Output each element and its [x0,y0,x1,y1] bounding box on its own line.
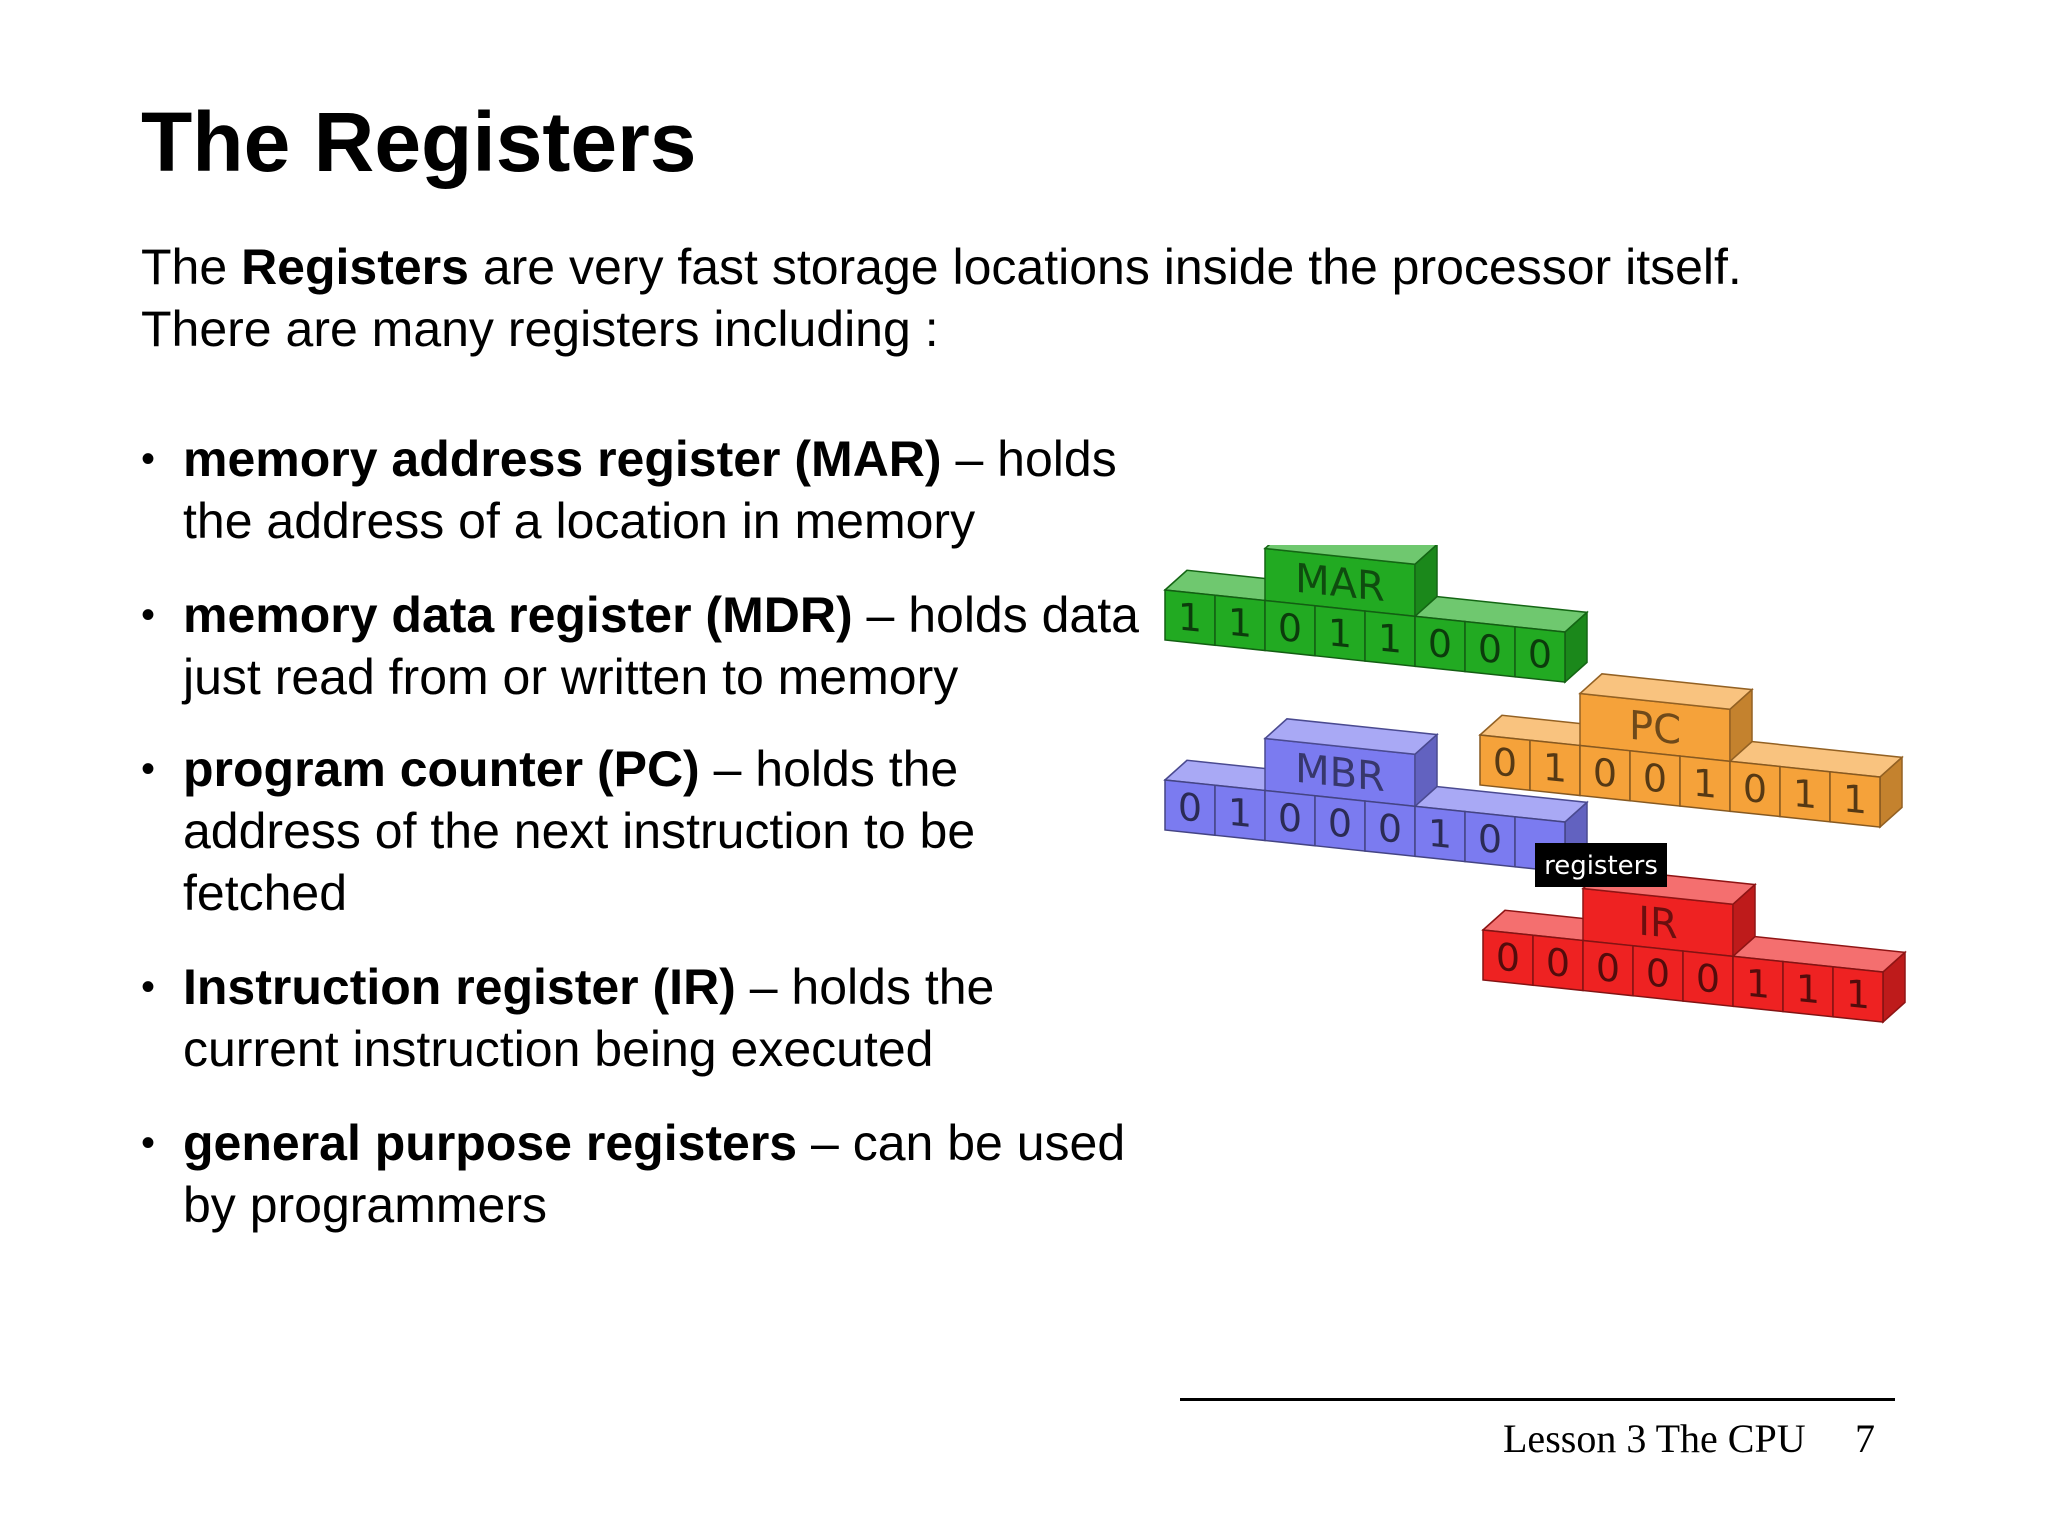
bit-value: 1 [1543,745,1567,791]
bit-value: 1 [1843,776,1867,822]
intro-pre: The [141,239,242,295]
bit-value: 1 [1328,610,1352,656]
list-item-mdr: • memory data register (MDR) – holds dat… [141,584,1141,708]
description: – holds the address of a location in mem… [183,431,1117,549]
register-label: PC [1629,703,1681,754]
description: – can be used by programmers [183,1115,1126,1233]
footer-lesson: Lesson 3 The CPU [1503,1416,1806,1461]
description: – holds the address of the next instruct… [183,741,976,921]
bit-cell [1514,625,1566,683]
bit-value: 0 [1593,750,1617,796]
bit-value: 1 [1846,971,1870,1017]
bullet-icon: • [141,1121,156,1165]
register-list: • memory address register (MAR) – holds … [141,428,1141,1236]
description: – holds the current instruction being ex… [183,959,995,1077]
term: Instruction register (IR) [183,959,736,1015]
bit-value: 0 [1528,631,1552,677]
bit-value: 0 [1493,739,1517,785]
bit-value: 1 [1228,600,1252,646]
bit-value: 0 [1428,621,1452,667]
bullet-icon: • [141,593,156,637]
bullet-icon: • [141,965,156,1009]
register-label: MAR [1295,556,1385,611]
bit-value: 1 [1793,771,1817,817]
registers-tooltip: registers [1535,843,1667,887]
list-item-pc: • program counter (PC) – holds the addre… [141,738,1141,924]
bit-value: 0 [1643,755,1667,801]
bit-value: 0 [1596,945,1620,991]
bit-cell [1829,770,1881,828]
bit-value: 0 [1546,940,1570,986]
register-label: MBR [1295,746,1385,801]
bit-value: 0 [1278,605,1302,651]
bit-cell [1832,965,1884,1023]
intro-paragraph: The Registers are very fast storage loca… [141,236,2001,360]
list-item-gpr: • general purpose registers – can be use… [141,1112,1141,1236]
list-item-mar: • memory address register (MAR) – holds … [141,428,1141,552]
bit-value: 0 [1328,800,1352,846]
term: memory address register (MAR) [183,431,942,487]
bit-value: 1 [1796,966,1820,1012]
page-number: 7 [1855,1416,1875,1461]
term: program counter (PC) [183,741,700,797]
bit-value: 0 [1496,934,1520,980]
bit-value: 1 [1693,760,1717,806]
list-item-ir: • Instruction register (IR) – holds the … [141,956,1141,1080]
intro-line2: There are many registers including : [141,301,939,357]
bit-value: 0 [1743,766,1767,812]
bit-value: 1 [1178,594,1202,640]
bit-value: 0 [1378,805,1402,851]
bullet-icon: • [141,747,156,791]
tooltip-label: registers [1544,851,1658,881]
bit-value: 1 [1228,790,1252,836]
bit-value: 1 [1746,961,1770,1007]
bit-value: 0 [1646,950,1670,996]
bit-value: 1 [1378,615,1402,661]
bit-value: 0 [1478,816,1502,862]
term: general purpose registers [183,1115,798,1171]
intro-post: are very fast storage locations inside t… [468,239,1742,295]
bit-value: 1 [1428,811,1452,857]
bit-value: 0 [1178,784,1202,830]
bit-value: 0 [1696,955,1720,1001]
term: memory data register (MDR) [183,587,853,643]
description: – holds data just read from or written t… [183,587,1139,705]
register-label: IR [1638,898,1678,948]
intro-bold: Registers [241,239,469,295]
footer-divider [1180,1398,1895,1401]
bit-value: 0 [1478,626,1502,672]
slide-title: The Registers [141,95,697,189]
bullet-icon: • [141,437,156,481]
bit-value: 0 [1278,795,1302,841]
